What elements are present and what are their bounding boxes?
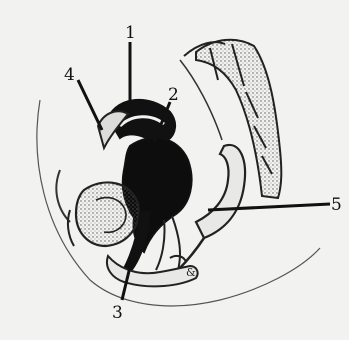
label-4: 4 — [64, 65, 75, 85]
label-3: 3 — [112, 303, 123, 323]
label-2: 2 — [168, 85, 179, 105]
perineum: & — [107, 256, 198, 286]
svg-text:&: & — [186, 266, 196, 279]
leader-lines — [78, 42, 330, 300]
pubic-bone — [68, 182, 139, 246]
label-5: 5 — [331, 195, 342, 215]
label-1: 1 — [125, 23, 136, 43]
